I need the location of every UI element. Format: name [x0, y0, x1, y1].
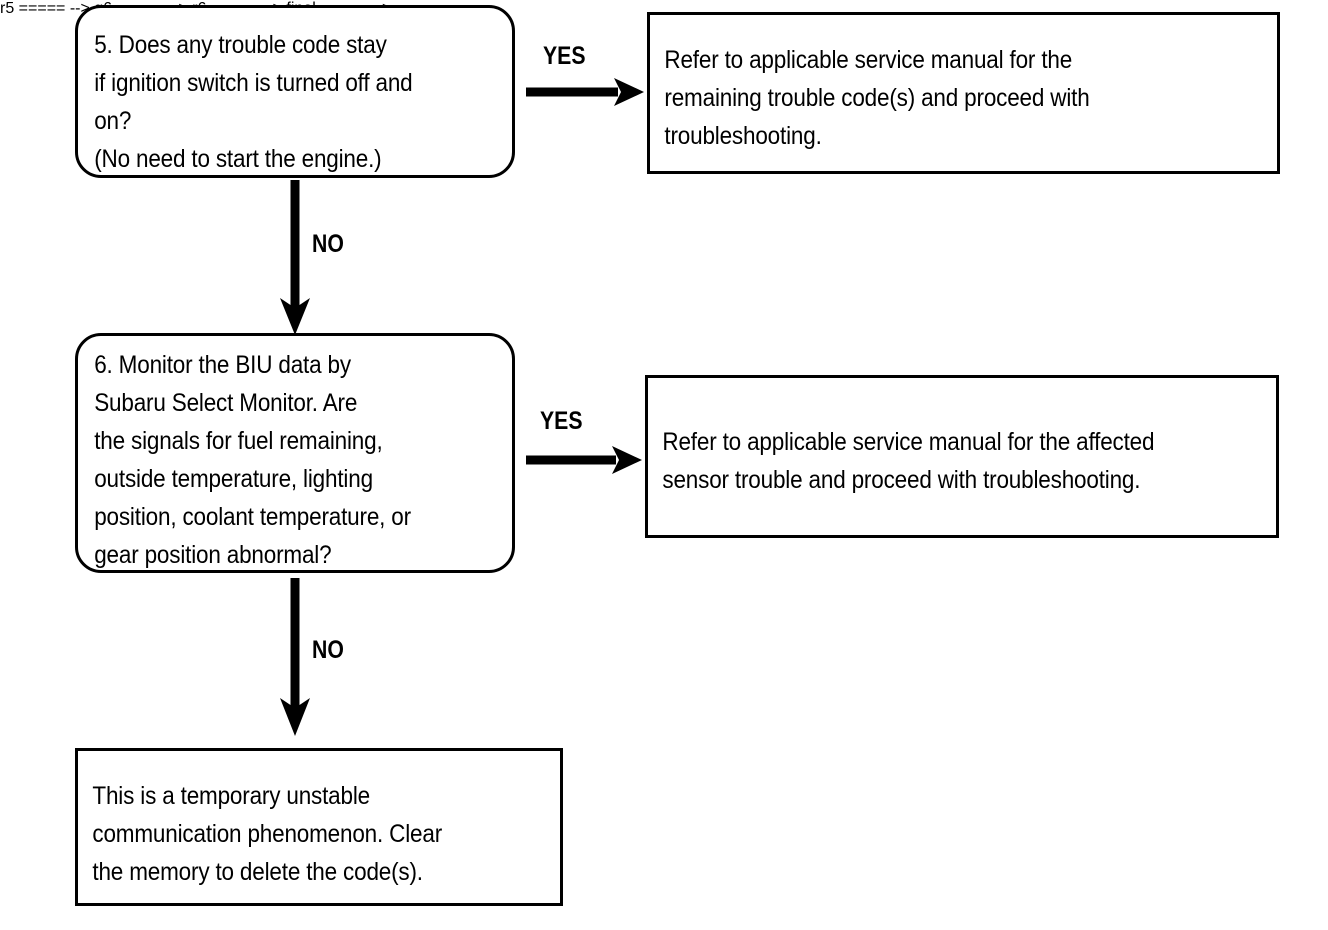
- result-node-service-manual-trouble-codes: Refer to applicable service manual for t…: [647, 12, 1280, 174]
- result-node-service-manual-affected-sensor: Refer to applicable service manual for t…: [645, 375, 1279, 538]
- result-node-temporary-unstable-communication: This is a temporary unstable communicati…: [75, 748, 563, 906]
- arrow-no-2: [280, 578, 310, 736]
- edge-label-yes-1: YES: [543, 42, 586, 70]
- decision-node-question-5-text: 5. Does any trouble code stay if ignitio…: [94, 31, 413, 173]
- decision-node-question-6: 6. Monitor the BIU data by Subaru Select…: [75, 333, 515, 573]
- arrow-no-1: [280, 180, 310, 335]
- decision-node-question-5: 5. Does any trouble code stay if ignitio…: [75, 5, 515, 178]
- result-node-service-manual-trouble-codes-text: Refer to applicable service manual for t…: [664, 46, 1090, 150]
- result-node-service-manual-affected-sensor-text: Refer to applicable service manual for t…: [662, 428, 1155, 494]
- edge-label-no-1: NO: [312, 230, 344, 258]
- arrow-yes-2: [526, 446, 642, 474]
- decision-node-question-6-text: 6. Monitor the BIU data by Subaru Select…: [94, 351, 411, 569]
- edge-label-yes-2: YES: [540, 407, 583, 435]
- arrow-yes-1: [526, 78, 644, 106]
- result-node-temporary-unstable-communication-text: This is a temporary unstable communicati…: [92, 782, 443, 886]
- edge-label-no-2: NO: [312, 636, 344, 664]
